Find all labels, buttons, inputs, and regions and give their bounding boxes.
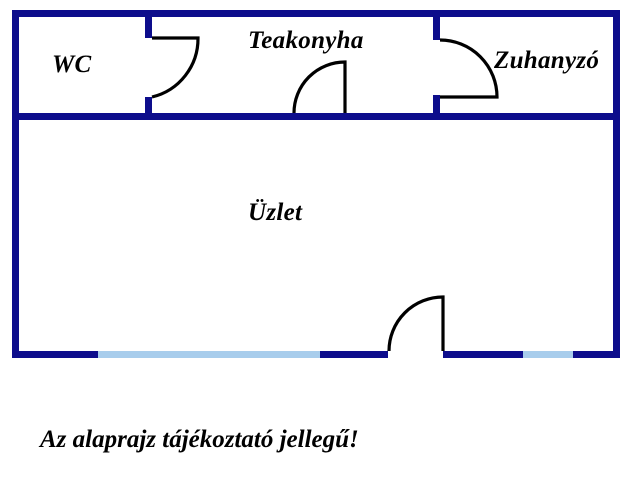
room-label-wc: WC (52, 51, 92, 78)
wall-interior-zuhanyzo-upper-stub (433, 10, 440, 40)
wall-interior-wc-upper-stub (145, 10, 152, 38)
wall-group (12, 10, 620, 358)
wall-exterior-top (12, 10, 620, 17)
teakonyha-door-swing (292, 60, 347, 114)
front-window-left (98, 351, 320, 358)
front-window-right (523, 351, 573, 358)
wall-exterior-bottom-seg2 (320, 351, 388, 358)
wall-interior-zuhanyzo-lower-stub (433, 95, 440, 120)
wall-exterior-bottom-seg4 (573, 351, 620, 358)
wall-interior-horizontal (12, 113, 620, 120)
wall-exterior-left (12, 10, 19, 358)
window-group (98, 351, 573, 358)
room-label-uzlet: Üzlet (248, 199, 303, 226)
entrance-door-swing (387, 295, 445, 352)
wall-interior-wc-lower-stub (145, 97, 152, 120)
zuhanyzo-door-swing (439, 38, 499, 99)
wall-exterior-bottom-seg3 (443, 351, 523, 358)
room-label-zuhanyzo: Zuhanyzó (494, 47, 600, 74)
disclaimer-note: Az alaprajz tájékoztató jellegű! (40, 426, 359, 453)
room-label-teakonyha: Teakonyha (248, 27, 364, 54)
wc-door-swing (151, 36, 200, 99)
wall-exterior-right (613, 10, 620, 358)
door-group (151, 36, 499, 352)
wall-exterior-bottom-seg1 (12, 351, 98, 358)
